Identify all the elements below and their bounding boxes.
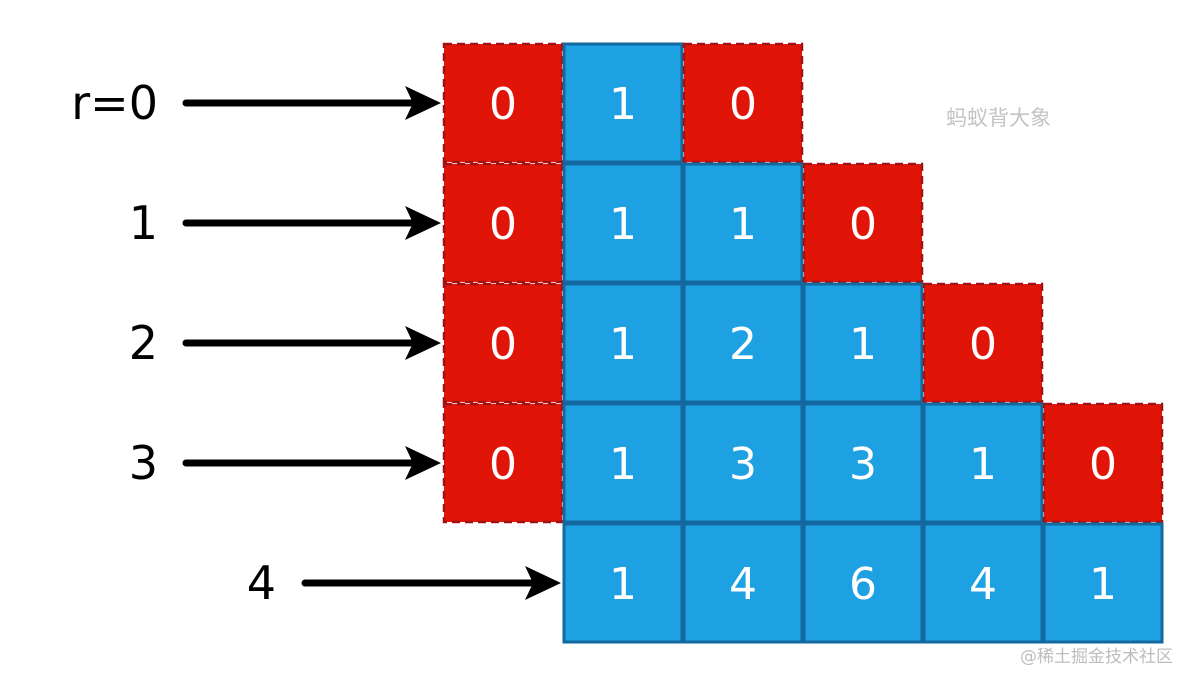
value-cell: 3 <box>682 402 804 524</box>
cell-value: 0 <box>489 439 517 490</box>
row-label: 1 <box>129 196 158 250</box>
value-cell: 1 <box>922 402 1044 524</box>
cell-value: 4 <box>729 559 757 610</box>
padding-cell: 0 <box>802 162 924 284</box>
cell-value: 1 <box>609 199 637 250</box>
value-cell: 3 <box>802 402 924 524</box>
value-cell: 1 <box>562 282 684 404</box>
watermark: 蚂蚁背大象 <box>946 106 1051 130</box>
cell-value: 2 <box>729 319 757 370</box>
row-label: 3 <box>129 436 158 490</box>
padding-cell: 0 <box>442 162 564 284</box>
padding-cell: 0 <box>1042 402 1164 524</box>
cell-value: 1 <box>609 559 637 610</box>
cell-value: 3 <box>849 439 877 490</box>
cell-value: 0 <box>849 199 877 250</box>
padding-cell: 0 <box>682 42 804 164</box>
value-cell: 1 <box>562 402 684 524</box>
cell-value: 0 <box>489 79 517 130</box>
cell-value: 1 <box>1089 559 1117 610</box>
padding-cell: 0 <box>442 402 564 524</box>
cell-value: 3 <box>729 439 757 490</box>
cell-value: 0 <box>489 199 517 250</box>
value-cell: 6 <box>802 522 924 644</box>
cell-value: 1 <box>969 439 997 490</box>
row-arrow <box>182 86 441 120</box>
padding-cell: 0 <box>442 282 564 404</box>
cell-value: 1 <box>849 319 877 370</box>
value-cell: 1 <box>562 162 684 284</box>
cell-value: 1 <box>609 79 637 130</box>
cell-value: 6 <box>849 559 877 610</box>
row-arrow <box>301 566 561 600</box>
value-cell: 1 <box>562 42 684 164</box>
value-cell: 1 <box>1042 522 1164 644</box>
row-arrow <box>182 326 441 360</box>
cell-value: 0 <box>729 79 757 130</box>
value-cell: 1 <box>682 162 804 284</box>
cell-value: 0 <box>1089 439 1117 490</box>
cell-value: 0 <box>969 319 997 370</box>
value-cell: 4 <box>922 522 1044 644</box>
cell-value: 1 <box>609 319 637 370</box>
row-label: 4 <box>247 556 276 610</box>
cell-value: 1 <box>609 439 637 490</box>
cell-value: 4 <box>969 559 997 610</box>
value-cell: 1 <box>562 522 684 644</box>
value-cell: 2 <box>682 282 804 404</box>
value-cell: 1 <box>802 282 924 404</box>
padding-cell: 0 <box>442 42 564 164</box>
row-label: r=0 <box>71 76 158 130</box>
padding-cell: 0 <box>922 282 1044 404</box>
cell-value: 0 <box>489 319 517 370</box>
credit: @稀土掘金技术社区 <box>1020 647 1173 667</box>
row-label: 2 <box>129 316 158 370</box>
value-cell: 4 <box>682 522 804 644</box>
cell-value: 1 <box>729 199 757 250</box>
row-arrow <box>182 446 441 480</box>
row-arrow <box>182 206 441 240</box>
